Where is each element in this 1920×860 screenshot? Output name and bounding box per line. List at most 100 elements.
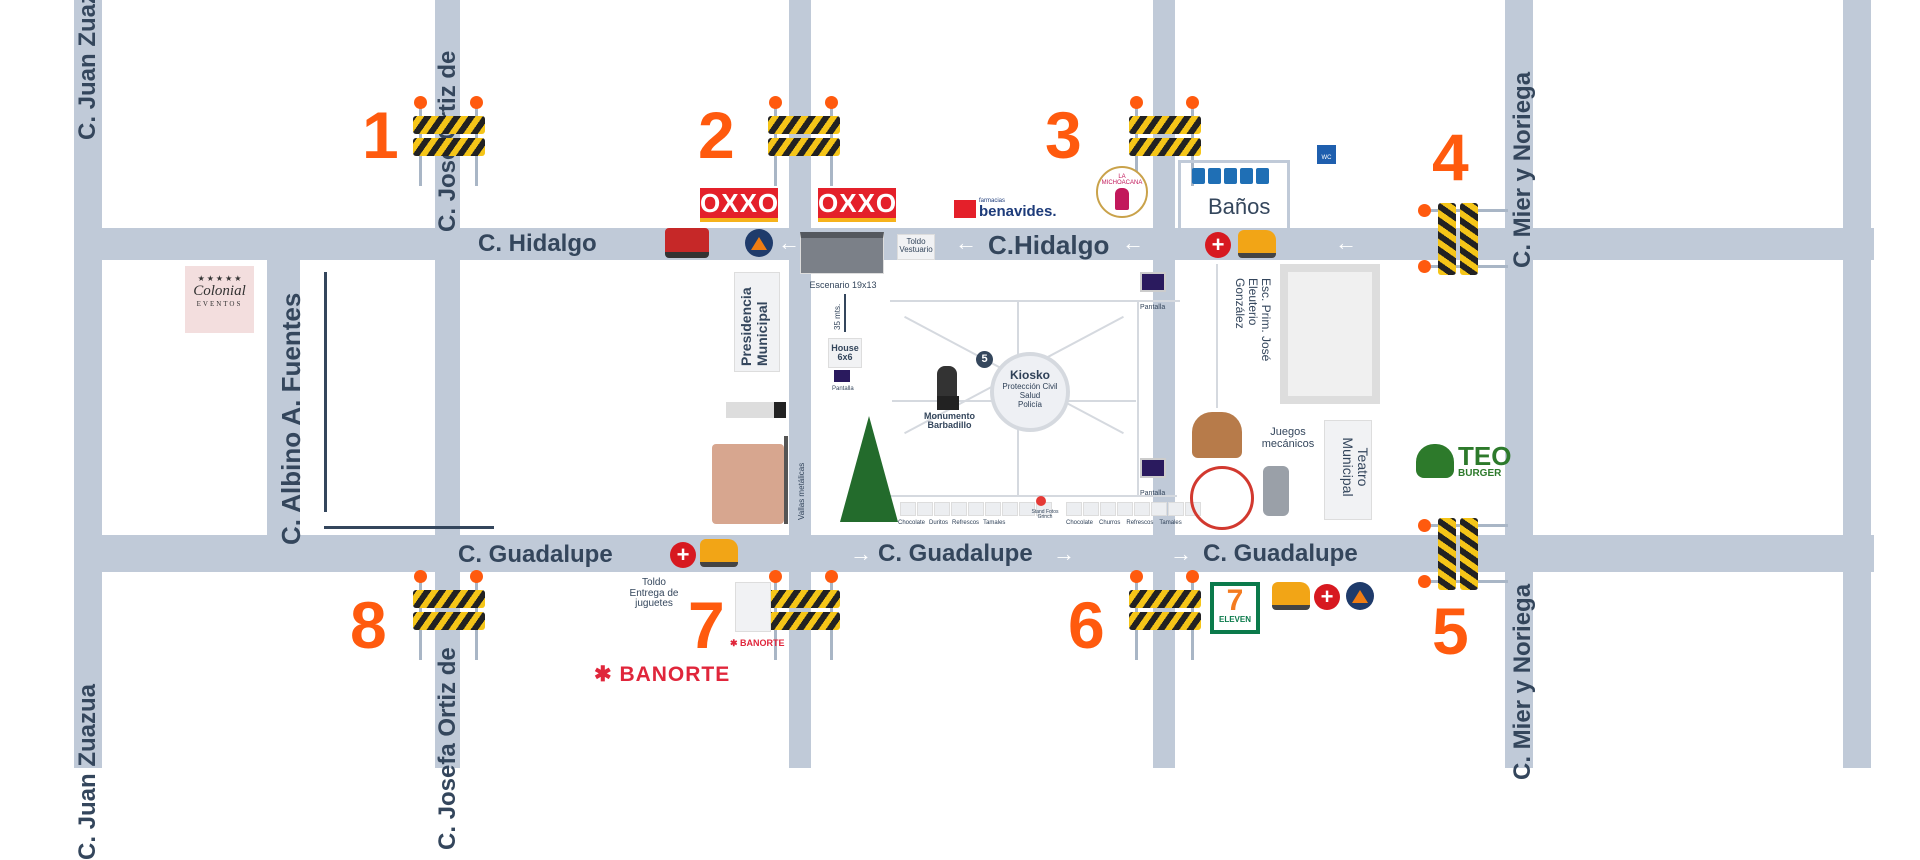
closure-number-1: 1 — [362, 98, 399, 172]
michoacana-logo: LA MICHOACANA — [1096, 166, 1148, 218]
road-mier — [1505, 0, 1533, 768]
screen-icon — [1140, 458, 1166, 478]
albino-arrow-right — [324, 526, 494, 529]
road-hidalgo — [74, 228, 1874, 260]
juegos-label: Juegos mecánicos — [1261, 426, 1315, 451]
kiosko-service: Salud — [1019, 391, 1041, 400]
kiosko-service: Policía — [1017, 400, 1042, 409]
road-albino — [267, 260, 300, 535]
teatro-building — [1324, 420, 1372, 520]
barricade-icon — [413, 96, 485, 188]
civil-protection-icon — [745, 229, 773, 257]
christmas-tree-icon — [840, 416, 898, 522]
fire-truck-icon — [665, 228, 709, 258]
street-label-guadalupe: C. Guadalupe — [458, 541, 613, 568]
closure-number-4: 4 — [1432, 120, 1469, 194]
toldo-vestuario-label: Toldo Vestuario — [899, 237, 933, 255]
ambulance-icon — [1238, 230, 1276, 258]
teatro-label: Teatro Municipal — [1339, 437, 1371, 497]
screen-icon — [834, 370, 850, 382]
arrow-left-icon: ← — [778, 230, 800, 255]
banorte-logo: ✱ BANORTE — [594, 663, 731, 686]
banos-label: Baños — [1208, 194, 1271, 219]
closure-number-7: 7 — [688, 588, 725, 662]
red-cross-icon: + — [1205, 232, 1231, 258]
stalls-right — [1066, 502, 1201, 516]
pantalla-label: Pantalla — [1140, 490, 1166, 497]
arrow-right-icon: → — [850, 541, 872, 566]
street-label-guadalupe-3: C. Guadalupe — [1203, 540, 1358, 567]
arrow-up-icon: ↑ — [797, 193, 807, 215]
stalls-left — [900, 502, 1052, 516]
arrow-right-icon: → — [1053, 541, 1075, 566]
kiosko: Kiosko Protección Civil Salud Policía — [990, 352, 1070, 432]
stage-icon — [800, 232, 884, 274]
monument-statue-icon — [937, 366, 957, 396]
benavides-name: benavides. — [979, 203, 1057, 220]
street-label-mier: C. Mier y Noriega — [1509, 71, 1536, 268]
presidencia-building — [734, 272, 780, 372]
street-label-hidalgo-east: C.Hidalgo — [988, 230, 1110, 260]
civil-protection-icon — [1346, 582, 1374, 610]
road-juan-zuazua — [74, 0, 102, 768]
toldo-vestuario — [897, 234, 935, 260]
closure-number-8: 8 — [350, 588, 387, 662]
seven-eleven-logo: 7 ELEVEN — [1210, 582, 1260, 634]
red-cross-icon: + — [670, 542, 696, 568]
screen-icon — [1140, 272, 1166, 292]
plaza-border — [1137, 300, 1139, 495]
statue-icon — [1263, 466, 1289, 516]
fence-icon — [784, 436, 788, 524]
road-central-west — [789, 0, 811, 768]
carousel-icon — [1192, 412, 1242, 458]
wc-icon: WC — [1317, 145, 1336, 164]
oxxo-logo: OXXO — [700, 188, 778, 222]
barricade-icon — [1418, 518, 1510, 590]
closure-number-2: 2 — [698, 98, 735, 172]
teo-burger-logo: TEO BURGER — [1416, 443, 1511, 479]
ambulance-icon — [700, 539, 738, 567]
barricade-icon — [1129, 96, 1201, 188]
distance-label: 35 mts. — [833, 303, 842, 330]
road-guadalupe — [74, 535, 1874, 572]
road-central-east — [1153, 0, 1175, 768]
albino-arrow-down — [324, 272, 327, 512]
toldo-juguetes-label: Toldo Entrega de juguetes — [629, 577, 679, 609]
plaza-border — [887, 495, 1177, 497]
closure-number-6: 6 — [1068, 588, 1105, 662]
monument-base — [937, 396, 959, 410]
street-label-guadalupe-2: C. Guadalupe — [878, 540, 1033, 567]
colonial-eventos-logo: ★ ★ ★ ★ ★ Colonial EVENTOS — [185, 266, 254, 333]
escenario-label: Escenario 19x13 — [809, 280, 877, 290]
street-label-hidalgo: C. Hidalgo — [478, 230, 597, 257]
arrow-left-icon: ← — [1122, 230, 1144, 255]
grinch-label: Stand Fotos Grinch — [1031, 509, 1059, 521]
closure-number-5: 5 — [1432, 594, 1469, 668]
banos-area — [1178, 160, 1290, 228]
kiosko-service: Protección Civil — [1002, 382, 1058, 391]
oxxo-logo: OXXO — [818, 188, 896, 222]
ferris-wheel-icon — [1190, 466, 1254, 530]
barricade-icon — [413, 570, 485, 662]
distance-marker — [844, 294, 846, 332]
toldo-juguetes-tent — [735, 582, 771, 632]
house-booth — [828, 338, 862, 368]
street-label-juan-zuazua-bottom: C. Juan Zuazua — [74, 683, 101, 860]
street-label-juan-zuazua: C. Juan Zuazua — [74, 0, 101, 140]
kiosko-label: Kiosko — [1009, 368, 1050, 382]
vallas-label: Vallas metálicas — [797, 462, 806, 520]
street-label-mier-bottom: C. Mier y Noriega — [1509, 583, 1536, 780]
arrow-up-icon: ↑ — [1159, 193, 1169, 215]
barricade-icon — [1418, 203, 1510, 275]
road-far-east — [1843, 0, 1871, 768]
red-cross-icon: + — [1314, 584, 1340, 610]
barricade-icon — [768, 96, 840, 188]
escuela-label: Esc. Prim. José Eleuterio González — [1232, 278, 1273, 362]
kiosko-badge: 5 — [976, 351, 993, 368]
portable-toilets-icon — [1192, 168, 1269, 184]
school-wall — [1216, 264, 1218, 408]
arrow-left-icon: ← — [1335, 230, 1357, 255]
street-label-ortiz-bottom: C. Josefa Ortiz de — [434, 647, 461, 850]
